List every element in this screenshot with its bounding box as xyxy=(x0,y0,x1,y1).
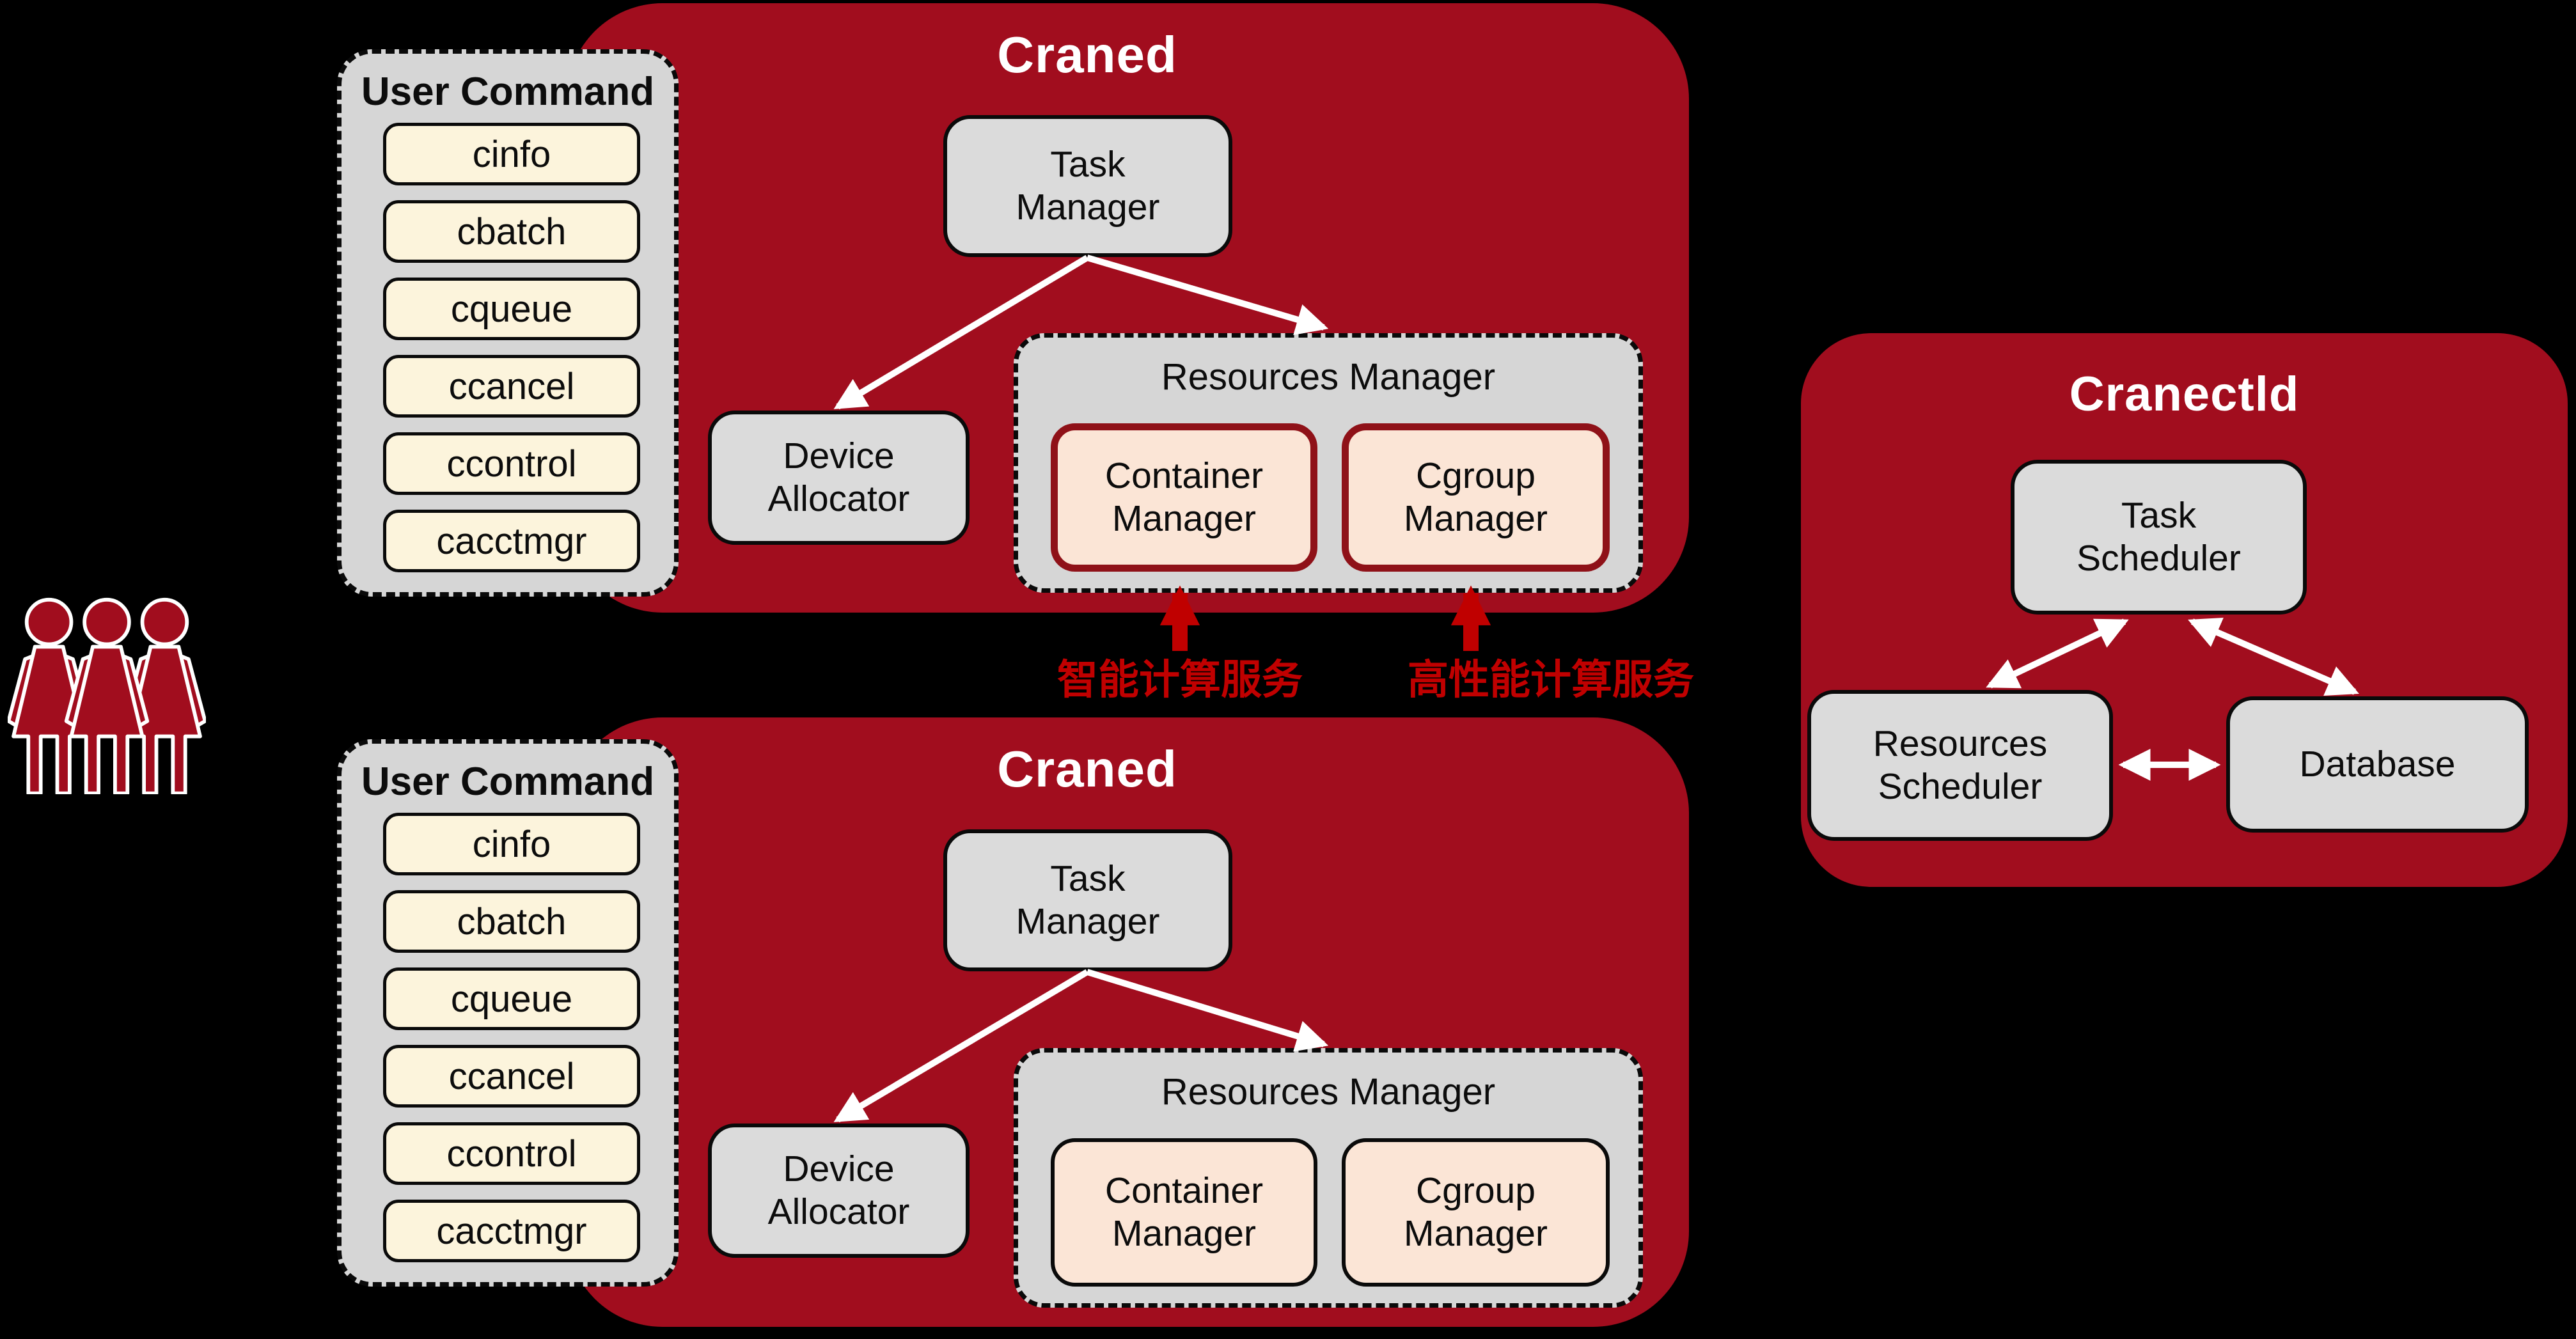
user-command-title-bottom: User Command xyxy=(361,760,655,804)
command-cqueue: cqueue xyxy=(383,278,640,340)
user-command-panel-bottom: User Command cinfo cbatch cqueue ccancel… xyxy=(337,739,679,1287)
resources-manager-panel-bottom: Resources Manager Container Manager Cgro… xyxy=(1014,1048,1643,1308)
cranectld-block: Cranectld Task Scheduler Resources Sched… xyxy=(1801,333,2568,887)
command-ccontrol: ccontrol xyxy=(383,432,640,495)
task-manager-box-bottom: Task Manager xyxy=(943,829,1232,971)
container-manager-box-top: Container Manager xyxy=(1051,423,1317,572)
database-box: Database xyxy=(2226,696,2529,833)
cgroup-manager-box-top: Cgroup Manager xyxy=(1342,423,1610,572)
command-list-top: cinfo cbatch cqueue ccancel ccontrol cac… xyxy=(383,123,640,572)
resources-manager-panel-top: Resources Manager Container Manager Cgro… xyxy=(1014,333,1643,593)
command-ccancel: ccancel xyxy=(383,355,640,418)
users-icon xyxy=(8,596,206,794)
task-scheduler-box: Task Scheduler xyxy=(2011,460,2307,615)
resources-manager-title-bottom: Resources Manager xyxy=(1161,1071,1496,1113)
task-manager-box-top: Task Manager xyxy=(943,115,1232,257)
command-cqueue: cqueue xyxy=(383,967,640,1030)
command-cacctmgr: cacctmgr xyxy=(383,1200,640,1262)
cranectld-title: Cranectld xyxy=(2069,367,2300,421)
device-allocator-box-top: Device Allocator xyxy=(708,411,970,545)
resources-manager-title-top: Resources Manager xyxy=(1161,356,1496,398)
command-cbatch: cbatch xyxy=(383,200,640,263)
user-command-title-top: User Command xyxy=(361,70,655,114)
craned-top-block: Craned Task Manager Device Allocator Res… xyxy=(567,3,1689,613)
command-list-bottom: cinfo cbatch cqueue ccancel ccontrol cac… xyxy=(383,813,640,1262)
label-intelligent-computing-service: 智能计算服务 xyxy=(1057,657,1303,703)
user-command-panel-top: User Command cinfo cbatch cqueue ccancel… xyxy=(337,49,679,597)
command-ccontrol: ccontrol xyxy=(383,1122,640,1185)
craned-bottom-title: Craned xyxy=(997,740,1177,797)
container-manager-box-bottom: Container Manager xyxy=(1051,1138,1317,1287)
command-ccancel: ccancel xyxy=(383,1045,640,1108)
command-cacctmgr: cacctmgr xyxy=(383,510,640,572)
device-allocator-box-bottom: Device Allocator xyxy=(708,1124,970,1258)
craned-top-title: Craned xyxy=(997,26,1177,83)
command-cbatch: cbatch xyxy=(383,890,640,953)
person-middle-icon xyxy=(67,600,148,794)
resources-scheduler-box: Resources Scheduler xyxy=(1807,690,2113,841)
craned-bottom-block: Craned Task Manager Device Allocator Res… xyxy=(567,717,1689,1327)
label-hpc-computing-service: 高性能计算服务 xyxy=(1408,657,1694,703)
command-cinfo: cinfo xyxy=(383,813,640,875)
command-cinfo: cinfo xyxy=(383,123,640,185)
cgroup-manager-box-bottom: Cgroup Manager xyxy=(1342,1138,1610,1287)
